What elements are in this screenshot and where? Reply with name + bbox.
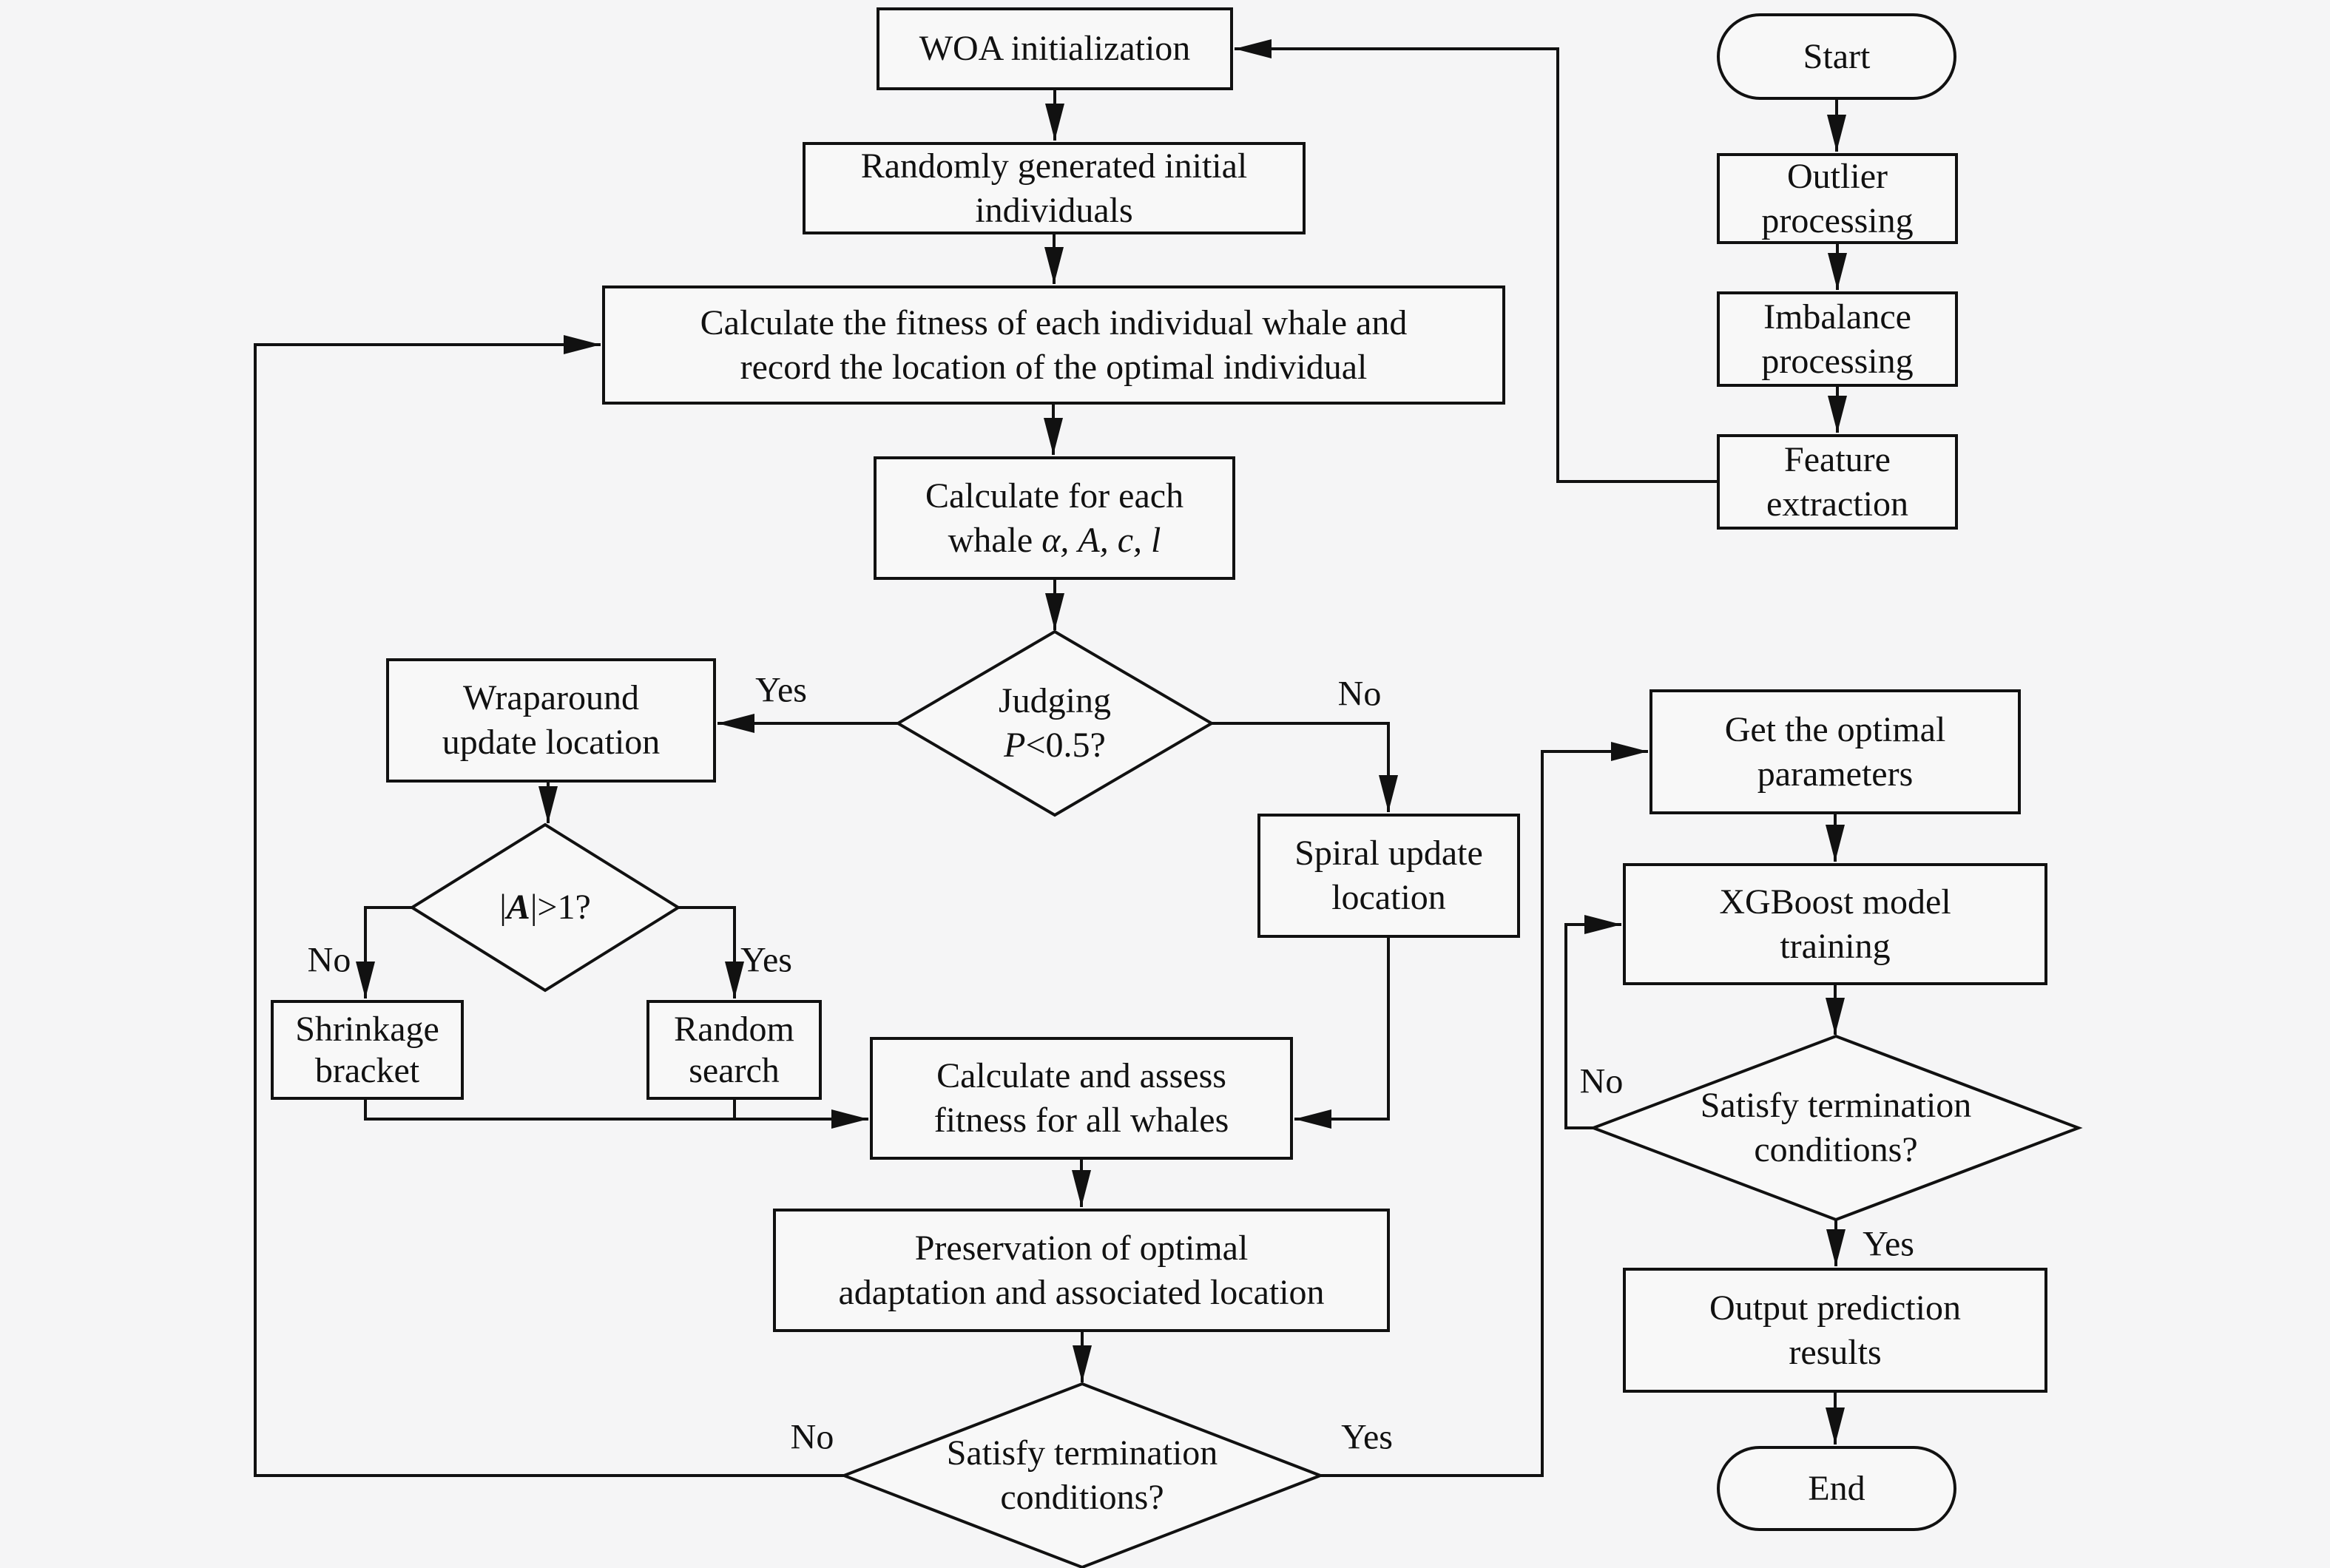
node-satisfy-termination-right: Satisfy termination conditions? [1629,1076,2043,1180]
edge-main-no-loop-to-calcfit [254,335,844,1477]
node-calcwhale-line2-prefix: whale [948,520,1042,560]
node-assess-line1: Calculate and assess [936,1056,1226,1095]
node-wraparound-update-location: Wraparound update location [386,658,716,783]
node-randomly-generated-individuals: Randomly generated initial individuals [803,142,1306,234]
abs-a-expression: |A|>1? [499,885,591,930]
node-calcwhale-line2: whale α, A, c, l [948,518,1161,563]
node-feature-line2: extraction [1766,484,1908,524]
branch-label-judging-yes: Yes [755,670,807,710]
edge-feature-to-woa [1235,39,1717,483]
node-output-prediction-results: Output prediction results [1623,1268,2047,1393]
branch-label-main-no: No [790,1417,834,1457]
node-imbalance-line1: Imbalance [1763,297,1911,337]
node-randsearch-line2: search [689,1050,780,1090]
node-calculate-whale-parameters: Calculate for each whale α, A, c, l [874,456,1235,580]
node-start-label: Start [1803,36,1871,76]
node-xgboost-model-training: XGBoost model training [1623,863,2047,985]
judging-line2: P<0.5? [1004,723,1106,768]
node-preserve-line1: Preservation of optimal [914,1228,1249,1268]
diamond-satisfy-main [840,1382,1325,1568]
satisfy-main-line2: conditions? [1000,1478,1164,1517]
node-randsearch-line1: Random [674,1009,794,1049]
branch-label-right-yes: Yes [1863,1224,1914,1264]
satisfy-right-line1: Satisfy termination [1700,1086,1972,1125]
node-spiral-update-location: Spiral update location [1257,814,1520,938]
node-preserve-line2: adaptation and associated location [838,1272,1325,1312]
node-calculate-fitness-record-optimal: Calculate the fitness of each individual… [602,285,1505,405]
node-woa-initialization-label: WOA initialization [919,29,1191,68]
node-abs-a-decision: |A|>1? [434,878,656,937]
branch-label-main-yes: Yes [1341,1417,1393,1457]
node-feature-extraction: Feature extraction [1717,434,1958,530]
satisfy-right-line2: conditions? [1754,1130,1918,1169]
branch-label-abs-yes: Yes [740,940,792,980]
node-wrap-line2: update location [442,723,661,762]
node-random-search: Random search [646,1000,822,1100]
edge-right-no-loop-to-xgboost [1564,915,1621,1129]
node-xgb-line2: training [1780,926,1891,966]
node-end: End [1717,1446,1956,1531]
node-shrinkage-bracket: Shrinkage bracket [271,1000,464,1100]
node-calcwhale-line1: Calculate for each [925,476,1184,516]
node-spiral-line1: Spiral update [1294,834,1483,873]
node-imbalance-processing: Imbalance processing [1717,291,1958,387]
edge-abs-no-to-shrinkage [356,906,412,998]
node-feature-line1: Feature [1784,439,1891,479]
node-imbalance-line2: processing [1761,341,1914,381]
edge-main-yes-to-getparams [1320,742,1648,1477]
edge-judging-no-to-spiral [1212,722,1398,812]
node-calcfit-line2: record the location of the optimal indiv… [740,347,1368,387]
node-outlier-line2: processing [1761,200,1914,240]
node-random-line1: Randomly generated initial [860,146,1248,186]
abs-a-post: |>1? [530,888,591,927]
node-calcfit-line1: Calculate the fitness of each individual… [700,303,1408,342]
node-satisfy-termination-main: Satisfy termination conditions? [897,1424,1267,1527]
node-outlier-line1: Outlier [1787,156,1888,196]
node-get-optimal-parameters: Get the optimal parameters [1649,689,2021,814]
node-preservation-optimal-adaptation: Preservation of optimal adaptation and a… [773,1209,1390,1332]
node-get-line1: Get the optimal [1724,709,1946,749]
node-xgb-line1: XGBoost model [1719,882,1951,922]
node-woa-initialization: WOA initialization [877,7,1233,90]
node-random-line2: individuals [975,190,1133,230]
diamond-abs-a [409,822,681,993]
node-start: Start [1717,13,1956,100]
node-output-line2: results [1789,1332,1882,1372]
branch-label-right-no: No [1579,1061,1624,1101]
node-output-line1: Output prediction [1709,1288,1961,1328]
diamond-judging [895,629,1215,817]
node-wrap-line1: Wraparound [463,678,639,717]
node-calculate-assess-fitness: Calculate and assess fitness for all wha… [870,1037,1293,1160]
node-shrink-line1: Shrinkage [295,1009,439,1049]
judging-variable: P [1004,726,1026,765]
edge-spiral-to-assess [1294,938,1390,1129]
judging-condition: <0.5? [1025,726,1106,765]
abs-a-pre: | [499,888,507,927]
branch-label-abs-no: No [307,940,351,980]
edge-abs-yes-to-randomsearch [678,906,744,998]
node-shrink-line2: bracket [314,1050,420,1090]
diamond-satisfy-right [1589,1034,2083,1222]
satisfy-main-line1: Satisfy termination [946,1433,1218,1473]
node-get-line2: parameters [1757,754,1914,794]
judging-line1: Judging [998,681,1111,720]
node-calcwhale-line2-vars: α, A, c, l [1041,520,1161,560]
abs-a-variable: A [506,888,530,927]
node-spiral-line2: location [1331,878,1446,917]
node-judging-decision: Judging P<0.5? [907,672,1203,775]
node-assess-line2: fitness for all whales [933,1101,1229,1140]
edge-shrinkage-to-assess [364,1100,868,1129]
node-end-label: End [1808,1468,1865,1508]
branch-label-judging-no: No [1337,674,1382,714]
node-outlier-processing: Outlier processing [1717,153,1958,244]
